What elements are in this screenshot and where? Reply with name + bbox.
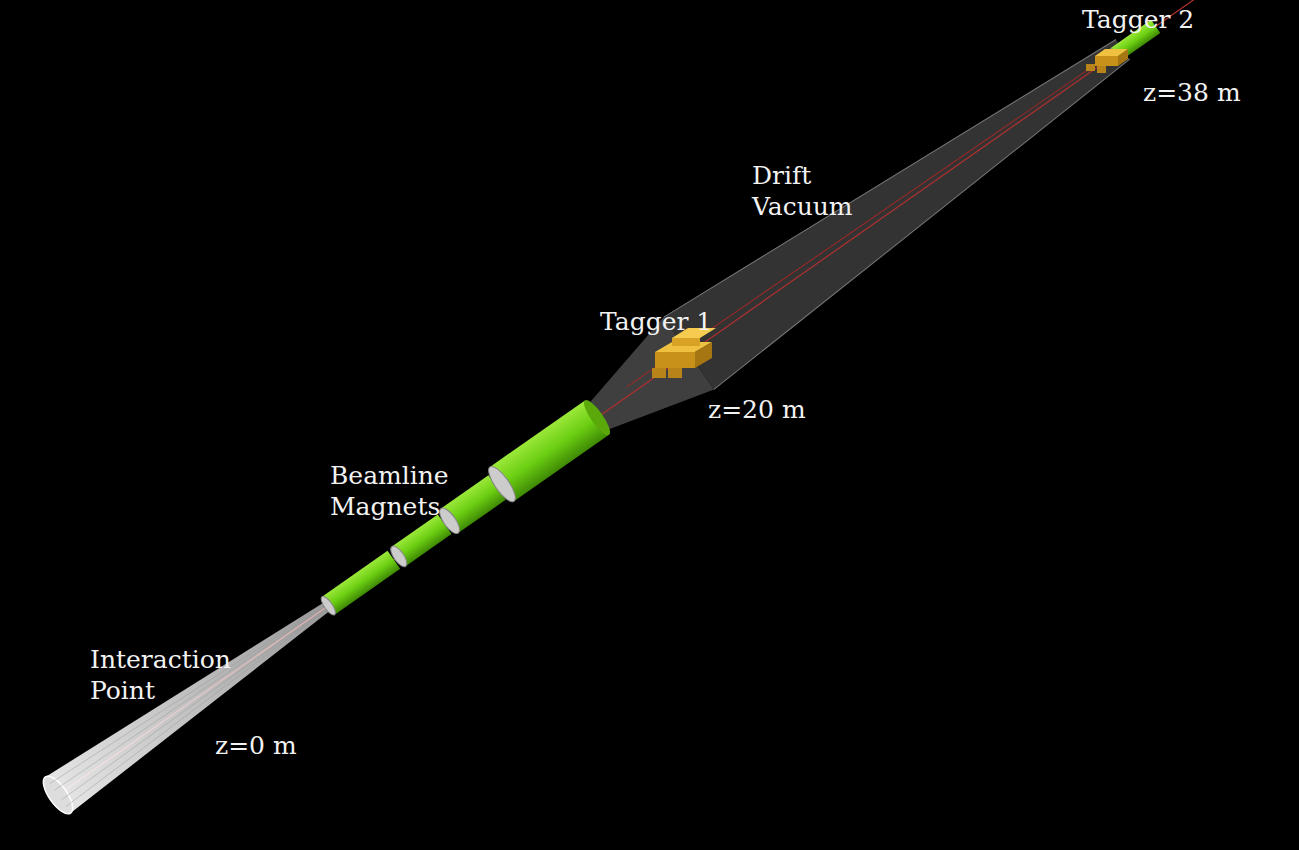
tagger-2-detector — [1086, 49, 1128, 73]
label-text: Beamline Magnets — [330, 460, 449, 523]
label-text: z=0 m — [215, 730, 297, 761]
label-text: Drift Vacuum — [752, 160, 853, 223]
label-text: z=20 m — [708, 394, 806, 425]
beamline — [25, 0, 1221, 836]
interaction-point — [38, 772, 78, 818]
label-text: z=38 m — [1143, 77, 1241, 108]
label-text: Tagger 2 — [1082, 4, 1194, 35]
interaction-cone — [45, 588, 341, 813]
label-text: Interaction Point — [90, 644, 231, 707]
beamline-magnets — [313, 9, 1168, 625]
label-text: Tagger 1 — [600, 306, 712, 337]
